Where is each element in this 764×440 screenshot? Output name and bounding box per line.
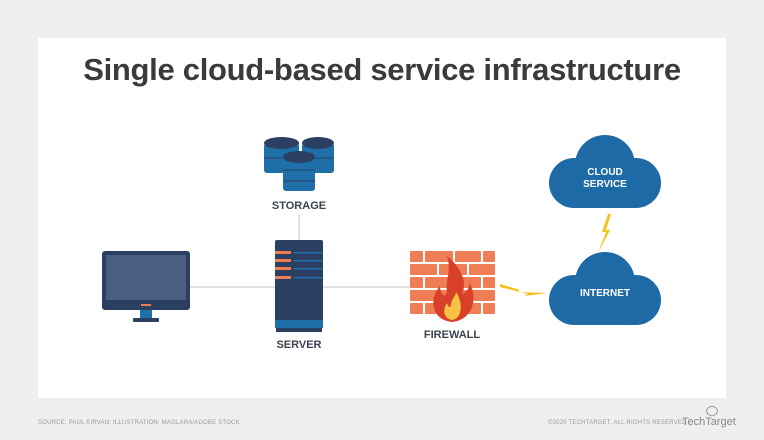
firewall-icon [410,251,495,325]
eye-icon [706,406,718,416]
lightning-bolt-icon [500,284,548,296]
server-icon [275,240,323,332]
firewall-label: FIREWALL [423,329,481,341]
internet-cloud-icon [549,252,661,325]
cloud-service-label: CLOUD SERVICE [555,167,655,191]
copyright: ©2020 TECHTARGET. ALL RIGHTS RESERVED [548,420,687,426]
page-title: Single cloud-based service infrastructur… [83,52,681,87]
monitor-icon [102,251,190,322]
techtarget-logo: TechTarget [682,406,736,428]
server-label: SERVER [276,339,322,351]
flame-icon [433,256,474,322]
cloud-service-icon [549,135,661,208]
storage-icon [264,137,334,191]
storage-label: STORAGE [271,200,327,212]
source-credit: SOURCE: PAUL KIRVAN; ILLUSTRATION: MAGLA… [38,420,240,426]
cloud-service-label-line1: CLOUD [587,167,623,178]
logo-text: TechTarget [682,416,736,428]
diagram-card [38,38,726,398]
cloud-service-label-line2: SERVICE [583,179,627,190]
internet-label: INTERNET [580,288,630,299]
lightning-bolt-icon [598,214,611,253]
